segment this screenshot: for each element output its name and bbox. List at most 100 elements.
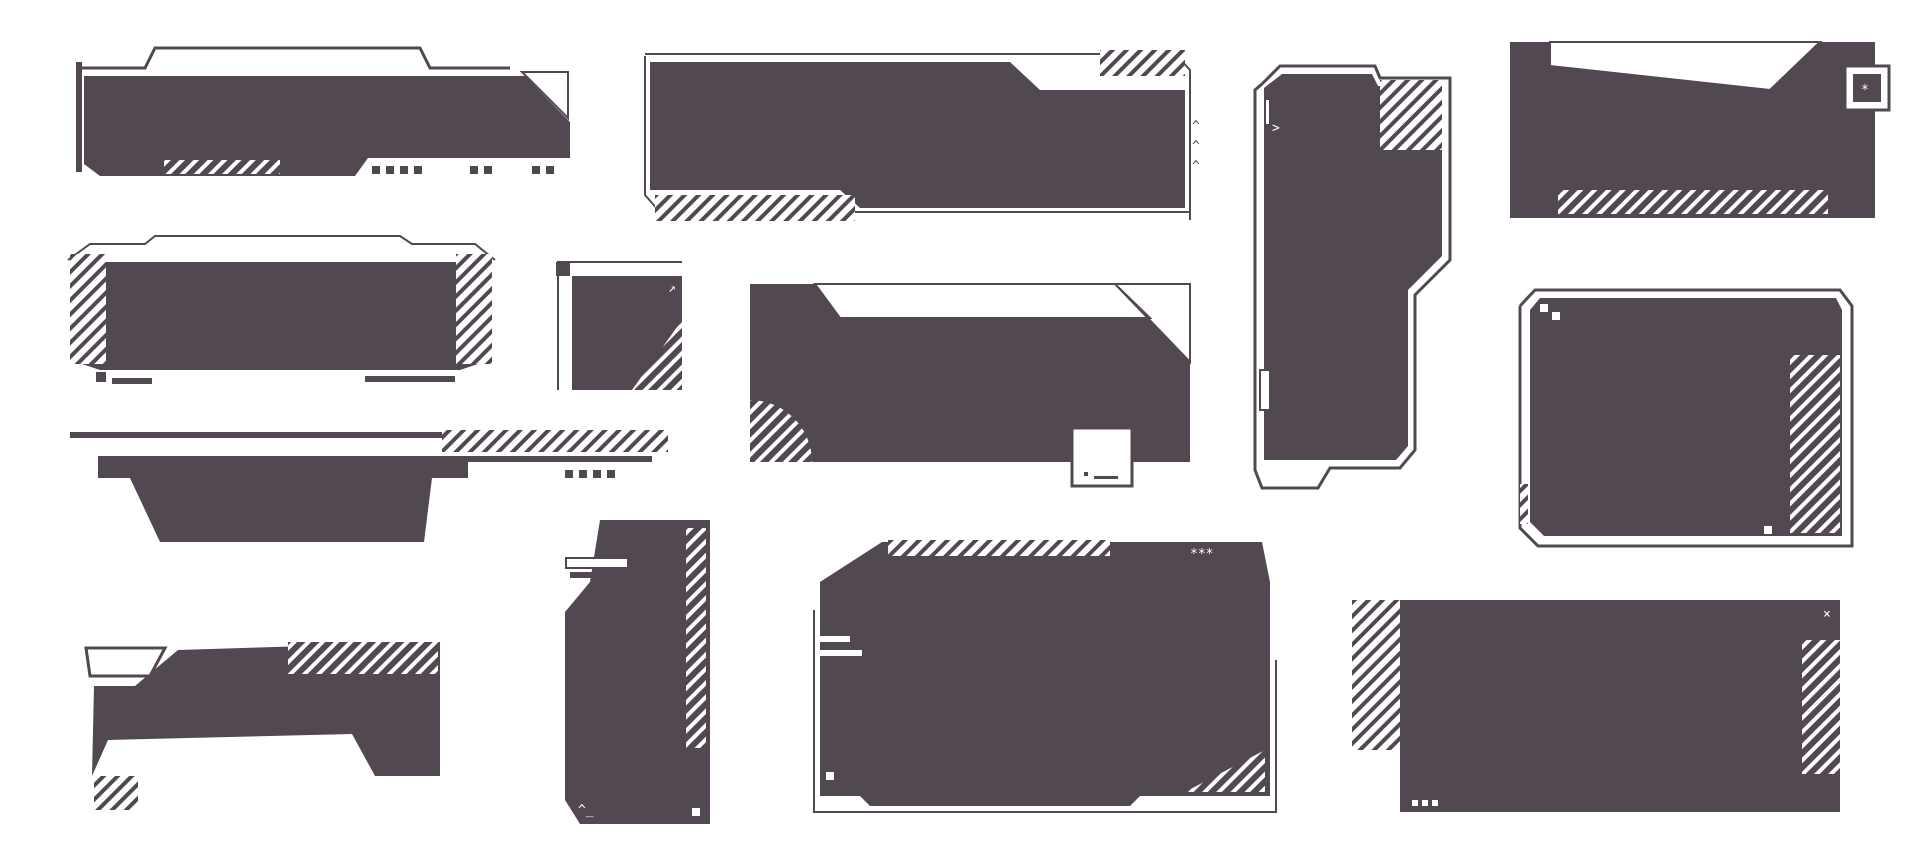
frame-angled-header [76, 46, 570, 176]
frame-tray [70, 430, 668, 542]
frame-1-dot [386, 166, 394, 174]
frame-2-arrow-label: ← [655, 67, 663, 82]
frame-8-side-dashes [1520, 484, 1528, 524]
frame-1-stripes [164, 160, 280, 174]
frame-prompt-banner: >>>->> [67, 235, 496, 384]
frame-tall-panel: > [1253, 64, 1452, 490]
frame-1-body [84, 76, 570, 176]
frame-8-stripes [1790, 355, 1840, 533]
frame-13-dot [1412, 800, 1418, 806]
frame-5-bar [365, 376, 455, 382]
frame-5-body [70, 262, 490, 370]
frame-5-pixel [96, 372, 106, 382]
frame-2-chevrons: ^ [1192, 119, 1200, 134]
frame-1-dot [400, 166, 408, 174]
frame-3-outline [1253, 64, 1452, 490]
frame-1-dot [414, 166, 422, 174]
frame-1-corner-notch [519, 71, 569, 121]
frame-slanted-block [84, 642, 440, 810]
frame-1-top-trim [80, 46, 510, 70]
frame-2-stripes-top [1100, 50, 1185, 76]
frame-11-stripes-corner [1185, 750, 1265, 792]
frame-4-body [1510, 42, 1875, 218]
frame-9-stripes [442, 430, 668, 452]
frame-11-stars: *** [1190, 547, 1213, 562]
frame-1-side-rail [76, 62, 82, 172]
frame-5-stripes-left [70, 254, 106, 364]
frame-3-stripes [1380, 80, 1442, 150]
frame-2-left-trim [644, 56, 1190, 213]
frame-10-body [565, 520, 710, 824]
frame-8-outline [1518, 288, 1854, 548]
frame-8-body [1530, 298, 1842, 536]
frame-1-dot [532, 166, 540, 174]
frame-small-square: ↗ [556, 261, 682, 390]
frame-7-top-cutout [813, 283, 1191, 365]
frame-star-banner: * [1510, 41, 1891, 218]
frame-7-body [750, 284, 1190, 462]
frame-11-pixel [826, 772, 834, 780]
frame-11-body [820, 542, 1270, 806]
frame-2-chevrons: ^ [1192, 159, 1200, 174]
frame-10-label: ^_ [578, 803, 594, 818]
frame-13-close-mark: × [1823, 607, 1831, 622]
frame-3-body [1264, 74, 1442, 460]
frame-7-quarter-circle [750, 400, 812, 462]
frame-close-panel: × [1352, 600, 1840, 812]
frame-9-dot [565, 470, 573, 478]
frame-11-stripes-top [888, 540, 1110, 556]
frame-wide-panel [750, 283, 1191, 488]
frame-1-dot [546, 166, 554, 174]
frame-7-dot [1178, 290, 1186, 298]
frame-10-tab [565, 557, 629, 569]
frame-9-dot [607, 470, 615, 478]
frame-13-dot [1432, 800, 1438, 806]
frame-12-stripes-bottom [94, 776, 138, 810]
frame-11-outer-trim [813, 610, 1277, 813]
frame-3-chevron: > [1272, 121, 1280, 136]
frame-7-box-bar [1094, 476, 1118, 479]
frame-2-body [650, 62, 1185, 208]
frame-4-stripes [1558, 190, 1828, 214]
frame-13-stripes-left [1352, 600, 1400, 750]
frame-8-pixel [1540, 304, 1548, 312]
frame-8-pixel [1552, 312, 1560, 320]
frame-10-pixel [692, 808, 700, 816]
frame-3-tick [1266, 100, 1269, 124]
frame-vertical-slim: ^_ [565, 520, 710, 824]
frame-5-top-trim [67, 235, 496, 261]
frame-11-tab [820, 650, 862, 656]
frame-4-top-cutout [1549, 41, 1823, 92]
frame-corner-panel [1518, 288, 1854, 548]
frame-1-dot [484, 166, 492, 174]
frame-13-body [1400, 600, 1840, 812]
frame-12-body [92, 642, 440, 776]
frame-10-tab-bar [570, 572, 628, 578]
frame-1-dot [372, 166, 380, 174]
frame-10-stripes [686, 528, 706, 748]
frame-9-dot [593, 470, 601, 478]
frame-5-stripes-right [456, 254, 492, 364]
frame-2-chevrons: ^ [1192, 139, 1200, 154]
frame-9-dot [579, 470, 587, 478]
frame-9-top-bar [70, 432, 442, 438]
frame-12-stripes [288, 642, 438, 674]
frame-7-box-dot [1084, 472, 1088, 476]
frame-4-corner-box-fill [1853, 74, 1881, 102]
frame-arrow-banner: ← ^ ^ ^ [644, 50, 1200, 221]
frame-9-body [98, 456, 652, 542]
frame-1-dot [470, 166, 478, 174]
frame-2-stripes-bottom [655, 195, 855, 221]
frame-13-dot [1422, 800, 1428, 806]
frame-4-star: * [1861, 83, 1869, 98]
frame-3-side-dashes [1259, 369, 1271, 411]
frame-tab-panel: *** [813, 540, 1277, 813]
frame-6-stripes [632, 320, 682, 390]
frame-8-pixel [1764, 526, 1772, 534]
frame-6-arrow: ↗ [668, 281, 676, 296]
frame-5-bar [112, 378, 152, 384]
frame-5-prompt-label: >>>->> [150, 249, 197, 264]
frame-13-stripes-right [1802, 640, 1840, 774]
frame-11-tab [820, 636, 850, 642]
